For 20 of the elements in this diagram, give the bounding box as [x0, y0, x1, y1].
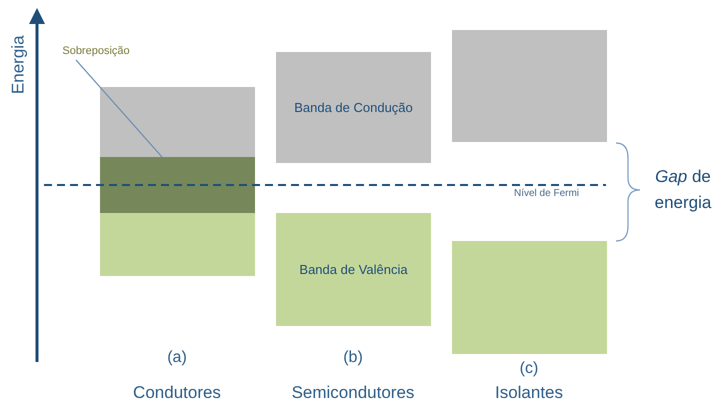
conduction-band [452, 30, 607, 142]
category-label: Semicondutores [290, 382, 416, 404]
panel-letter: (c) [518, 359, 540, 379]
panel-letter: (b) [342, 348, 364, 368]
band-label: Banda de Valência [299, 260, 408, 279]
valence-band [100, 213, 255, 276]
fermi-level-label: Nível de Fermi [514, 187, 580, 201]
valence-band [452, 241, 607, 354]
conduction-band [276, 52, 431, 163]
band-label: Banda de Condução [294, 98, 413, 117]
category-label: Isolantes [494, 382, 564, 404]
leader-line [76, 60, 162, 158]
callout-text: Sobreposição [62, 44, 130, 59]
axis-label: Energia [7, 34, 28, 96]
overlap-band [100, 157, 255, 213]
panel-letter: (a) [166, 348, 188, 368]
conduction-band [100, 87, 255, 157]
category-label: Condutores [132, 382, 222, 404]
gap-label: Gap de energia [654, 166, 712, 214]
valence-band [276, 213, 431, 326]
